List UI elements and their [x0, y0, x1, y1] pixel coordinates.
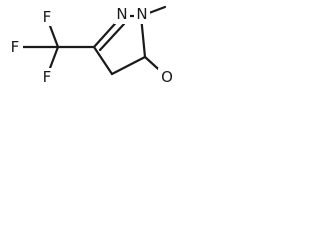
bond-ch2-c3: [92, 45, 114, 76]
atom-n1: N: [116, 5, 127, 23]
atom-fluorine-top: F: [43, 8, 52, 26]
atom-fluorine-bottom: F: [43, 68, 52, 86]
atom-labels: N N O F F F: [8, 5, 176, 86]
pyrazolone-structure: N N O F F F: [8, 5, 176, 86]
atom-fluorine-left: F: [11, 38, 20, 56]
atom-n2: N: [136, 5, 147, 23]
bond-carbonyl-ch2: [110, 55, 147, 76]
atom-oxygen: O: [161, 68, 173, 86]
bond-c3-n1-b: [98, 22, 126, 52]
